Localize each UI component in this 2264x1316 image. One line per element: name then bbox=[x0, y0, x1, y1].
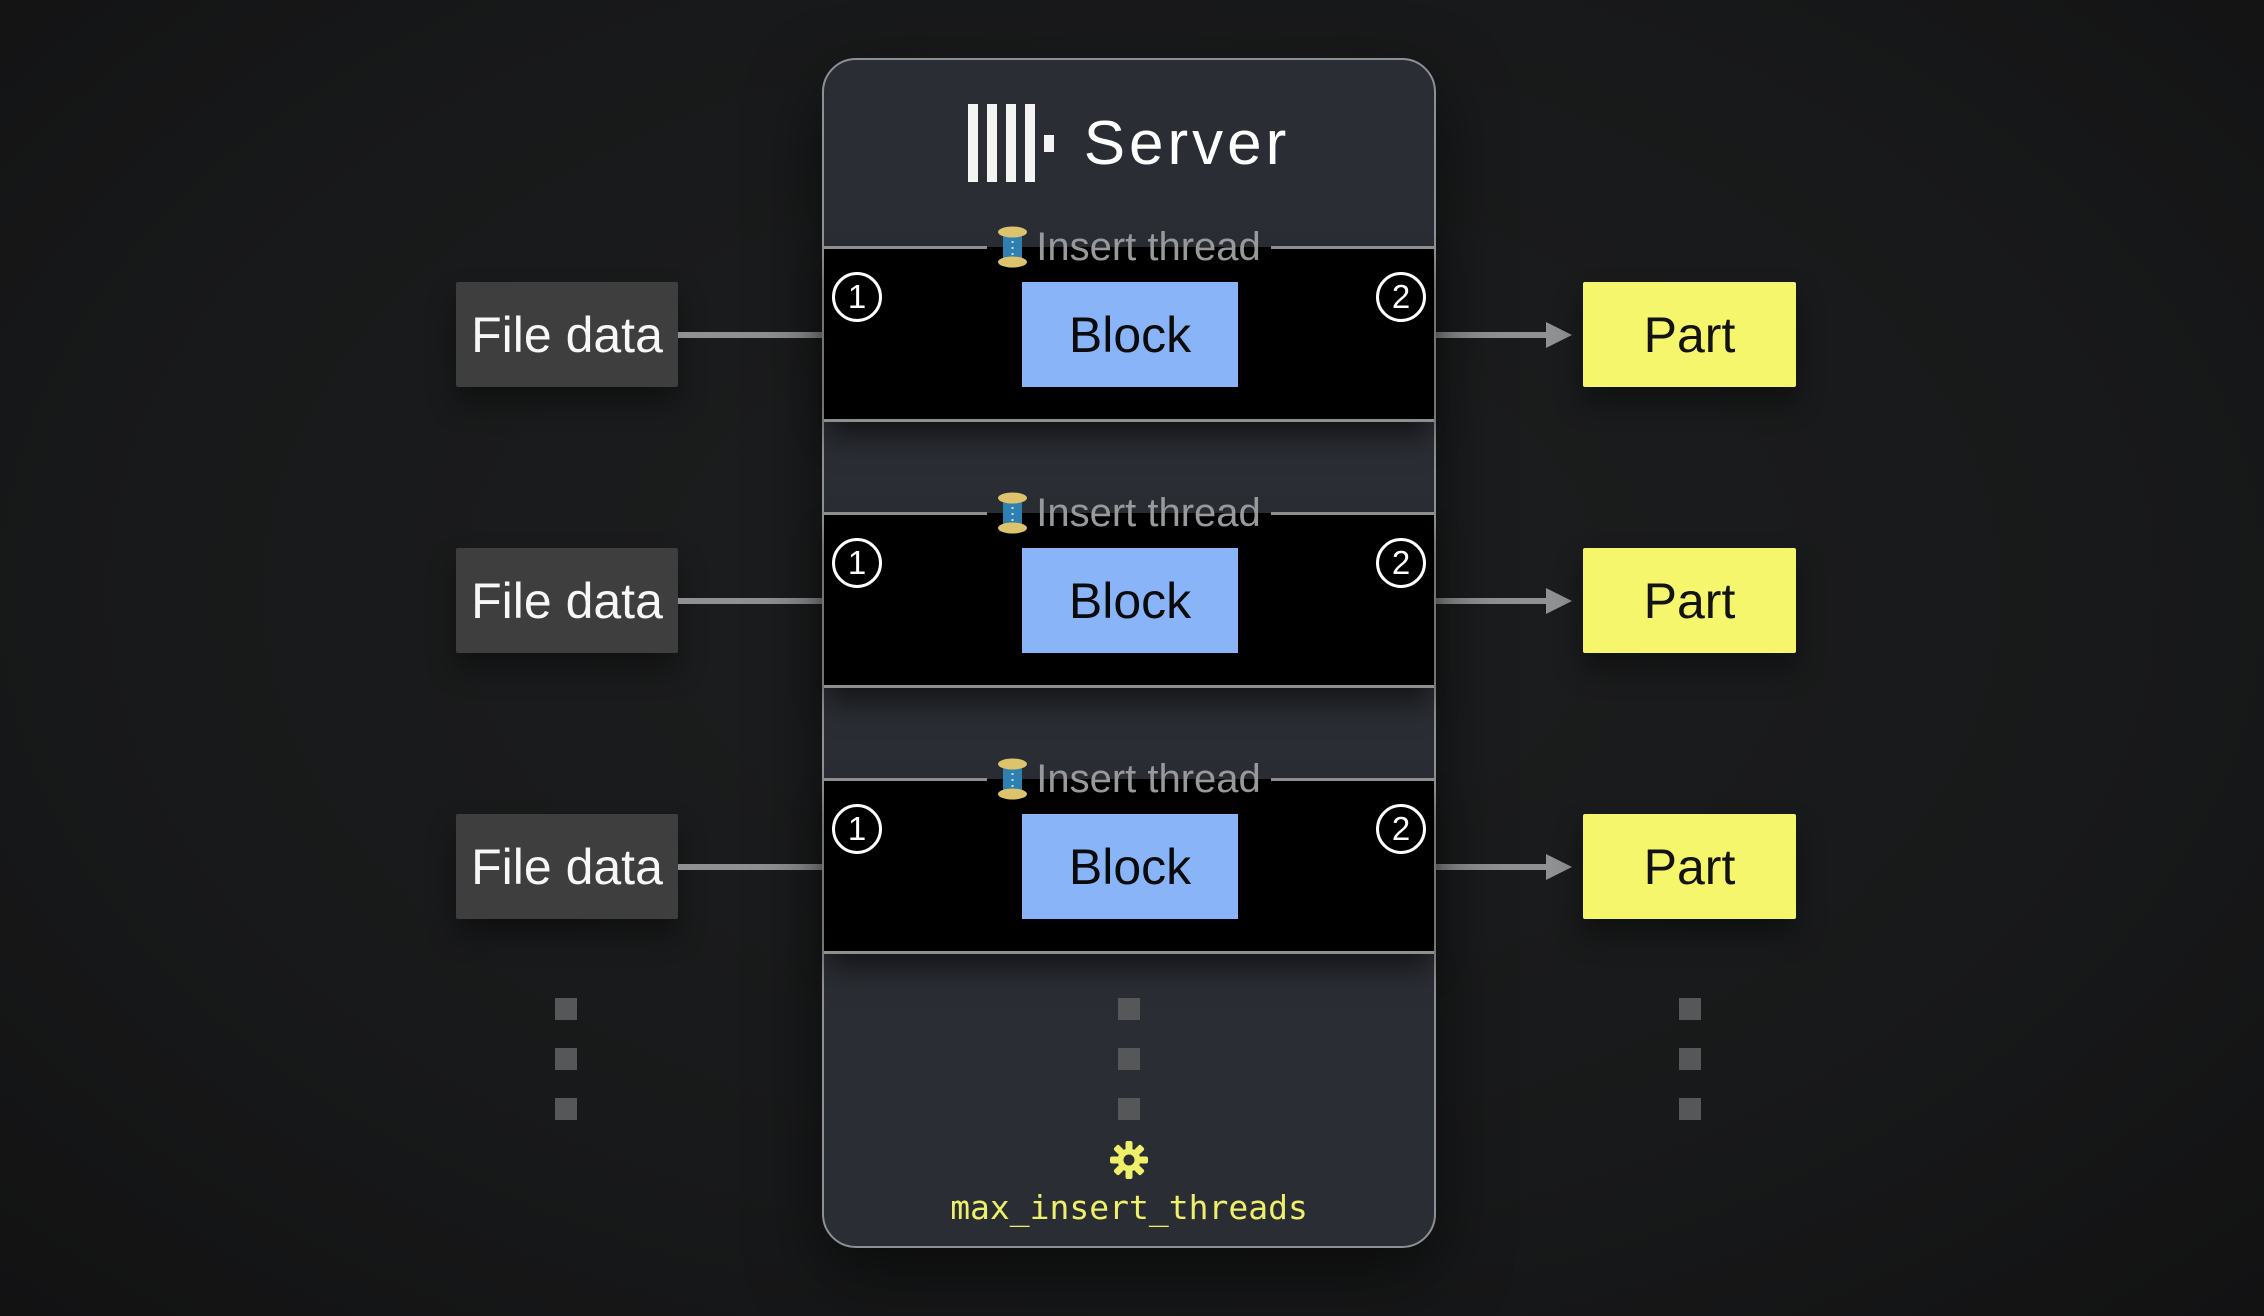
block-box: Block bbox=[1022, 814, 1238, 919]
thread-legend: Insert thread bbox=[824, 490, 1435, 535]
step-2-badge: 2 bbox=[1376, 804, 1426, 854]
part-box: Part bbox=[1583, 548, 1796, 653]
insert-thread-label: Insert thread bbox=[1036, 224, 1261, 269]
block-box: Block bbox=[1022, 282, 1238, 387]
step-2-badge: 2 bbox=[1376, 538, 1426, 588]
insert-thread-row: Insert thread 1 Block 2 bbox=[824, 491, 1435, 688]
block-box: Block bbox=[1022, 548, 1238, 653]
step-1-badge: 1 bbox=[832, 804, 882, 854]
ellipsis-dot bbox=[1679, 1098, 1701, 1120]
insert-thread-row: Insert thread 1 Block 2 bbox=[824, 757, 1435, 954]
step-1-badge: 1 bbox=[832, 272, 882, 322]
ellipsis-dot bbox=[555, 1048, 577, 1070]
file-data-box: File data bbox=[456, 814, 678, 919]
legend-line bbox=[1270, 245, 1435, 249]
legend-line bbox=[824, 245, 988, 249]
setting-label: max_insert_threads bbox=[950, 1188, 1308, 1227]
step-2-badge: 2 bbox=[1376, 272, 1426, 322]
ellipsis-dot bbox=[1679, 1048, 1701, 1070]
insert-thread-label: Insert thread bbox=[1036, 490, 1261, 535]
legend-line bbox=[824, 511, 988, 515]
gear-icon bbox=[1110, 1141, 1148, 1179]
thread-legend: Insert thread bbox=[824, 224, 1435, 269]
thread-legend: Insert thread bbox=[824, 756, 1435, 801]
file-data-box: File data bbox=[456, 282, 678, 387]
server-title-text: Server bbox=[1083, 108, 1291, 178]
thread-spool-icon bbox=[998, 226, 1028, 268]
part-box: Part bbox=[1583, 282, 1796, 387]
ellipsis-dot bbox=[1679, 998, 1701, 1020]
arrow-head bbox=[1546, 854, 1572, 880]
legend-line bbox=[1270, 511, 1435, 515]
logo-bar bbox=[967, 104, 978, 182]
file-data-box: File data bbox=[456, 548, 678, 653]
legend-line bbox=[1270, 777, 1435, 781]
arrow-head bbox=[1546, 588, 1572, 614]
ellipsis-dot bbox=[1118, 998, 1140, 1020]
ellipsis-dot bbox=[1118, 1098, 1140, 1120]
logo-bar bbox=[1005, 104, 1016, 182]
step-1-badge: 1 bbox=[832, 538, 882, 588]
thread-spool-icon bbox=[998, 492, 1028, 534]
ellipsis-dot bbox=[555, 1098, 577, 1120]
logo-bar bbox=[1024, 104, 1035, 182]
legend-line bbox=[824, 777, 988, 781]
clickhouse-logo-icon bbox=[967, 104, 1054, 182]
server-title: Server bbox=[824, 95, 1434, 191]
ellipsis-dot bbox=[1118, 1048, 1140, 1070]
thread-spool-icon bbox=[998, 758, 1028, 800]
insert-thread-label: Insert thread bbox=[1036, 756, 1261, 801]
ellipsis-dot bbox=[555, 998, 577, 1020]
part-box: Part bbox=[1583, 814, 1796, 919]
server-panel: Server Insert thread 1 Block bbox=[822, 58, 1436, 1248]
insert-thread-row: Insert thread 1 Block 2 bbox=[824, 225, 1435, 422]
logo-short-bar bbox=[1043, 134, 1054, 152]
logo-bar bbox=[986, 104, 997, 182]
arrow-head bbox=[1546, 322, 1572, 348]
